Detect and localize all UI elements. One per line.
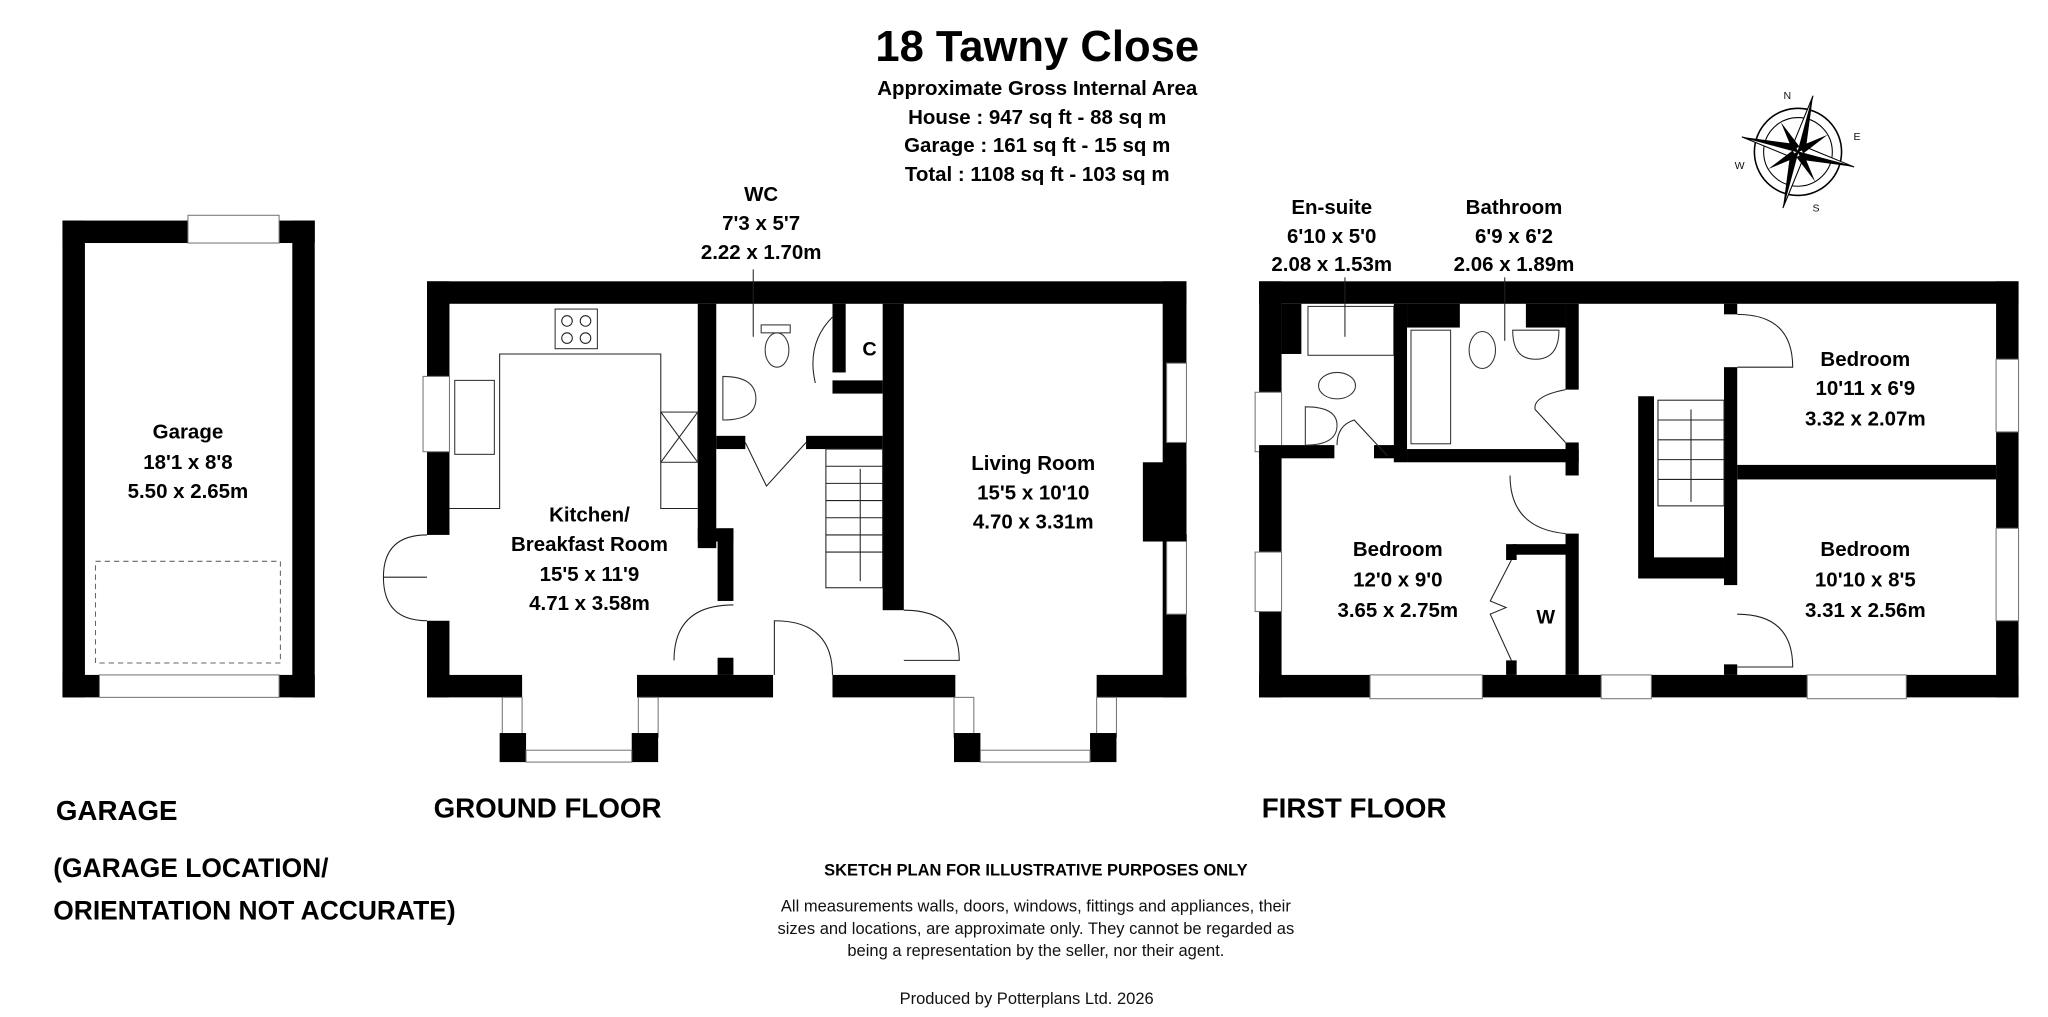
property-title: 18 Tawny Close bbox=[875, 23, 1199, 71]
living-room-metric: 4.70 x 3.31m bbox=[973, 510, 1094, 533]
basin-icon bbox=[722, 375, 757, 421]
compass-n: N bbox=[1783, 90, 1791, 102]
area-garage: Garage : 161 sq ft - 15 sq m bbox=[904, 134, 1170, 157]
bathroom-room-metric: 2.06 x 1.89m bbox=[1454, 253, 1575, 276]
basin-icon bbox=[1304, 406, 1338, 446]
toilet-icon bbox=[1468, 330, 1497, 370]
garage-room-imperial: 18'1 x 8'8 bbox=[143, 451, 232, 474]
garage-floor-label: GARAGE bbox=[56, 795, 178, 826]
compass-w: W bbox=[1735, 160, 1745, 172]
first-floor-plan: W En-suite 6'10 x 5'0 2.08 x 1.53m Bathr… bbox=[1254, 196, 2020, 700]
garage-note-line-1: (GARAGE LOCATION/ bbox=[53, 853, 329, 883]
ground-floor-plan: C WC 7'3 x 5'7 2.22 x 1.70m Kitchen/ Bre… bbox=[382, 183, 1187, 763]
compass-e: E bbox=[1853, 131, 1860, 143]
hob-icon bbox=[554, 308, 598, 350]
kitchen-room-metric: 4.71 x 3.58m bbox=[529, 592, 650, 615]
bath-icon bbox=[1410, 329, 1452, 445]
bedroom-se-imperial: 10'10 x 8'5 bbox=[1815, 568, 1916, 591]
ensuite-room-imperial: 6'10 x 5'0 bbox=[1287, 225, 1376, 248]
garage-room-metric: 5.50 x 2.65m bbox=[128, 480, 249, 503]
shower-icon bbox=[1307, 305, 1395, 356]
first-floor-label: FIRST FLOOR bbox=[1262, 793, 1447, 824]
area-heading: Approximate Gross Internal Area bbox=[877, 77, 1198, 100]
kitchen-room-name-1: Kitchen/ bbox=[549, 504, 630, 527]
disclaimer-line-2: sizes and locations, are approximate onl… bbox=[778, 920, 1295, 938]
living-room-imperial: 15'5 x 10'10 bbox=[977, 481, 1089, 504]
bedroom-se-name: Bedroom bbox=[1820, 538, 1910, 561]
ground-floor-label: GROUND FLOOR bbox=[434, 793, 662, 824]
ensuite-room-name: En-suite bbox=[1291, 196, 1372, 219]
kitchen-room-name-2: Breakfast Room bbox=[511, 533, 668, 556]
area-total: Total : 1108 sq ft - 103 sq m bbox=[905, 163, 1170, 186]
bedroom-ne-name: Bedroom bbox=[1820, 348, 1910, 371]
disclaimer-line-1: All measurements walls, doors, windows, … bbox=[781, 897, 1291, 915]
compass-s: S bbox=[1813, 202, 1820, 214]
producer-credit: Produced by Potterplans Ltd. 2026 bbox=[900, 990, 1154, 1008]
disclaimer-line-3: being a representation by the seller, no… bbox=[847, 942, 1224, 960]
garage-room-name: Garage bbox=[153, 420, 224, 443]
disclaimer-heading: SKETCH PLAN FOR ILLUSTRATIVE PURPOSES ON… bbox=[824, 862, 1248, 880]
ensuite-room-metric: 2.08 x 1.53m bbox=[1271, 253, 1392, 276]
living-room-name: Living Room bbox=[971, 452, 1095, 475]
bathroom-room-name: Bathroom bbox=[1466, 196, 1563, 219]
wardrobe-label: W bbox=[1536, 606, 1555, 628]
toilet-icon bbox=[1318, 371, 1357, 400]
compass-rose-icon bbox=[1741, 95, 1855, 209]
sink-icon bbox=[454, 379, 495, 455]
bathroom-room-imperial: 6'9 x 6'2 bbox=[1475, 225, 1553, 248]
wc-room-metric: 2.22 x 1.70m bbox=[701, 241, 822, 264]
bedroom-w-imperial: 12'0 x 9'0 bbox=[1353, 568, 1442, 591]
bedroom-w-metric: 3.65 x 2.75m bbox=[1337, 599, 1458, 622]
wc-room-imperial: 7'3 x 5'7 bbox=[722, 212, 800, 235]
wc-room-name: WC bbox=[744, 183, 778, 206]
bedroom-w-name: Bedroom bbox=[1353, 538, 1443, 561]
cupboard-label: C bbox=[862, 338, 876, 360]
bedroom-se-metric: 3.31 x 2.56m bbox=[1805, 599, 1926, 622]
basin-icon bbox=[1512, 329, 1560, 360]
area-house: House : 947 sq ft - 88 sq m bbox=[908, 106, 1166, 129]
bedroom-ne-metric: 3.32 x 2.07m bbox=[1805, 407, 1926, 430]
garage-note-line-2: ORIENTATION NOT ACCURATE) bbox=[53, 895, 455, 925]
garage-plan: Garage 18'1 x 8'8 5.50 x 2.65m bbox=[62, 214, 315, 698]
kitchen-room-imperial: 15'5 x 11'9 bbox=[540, 563, 640, 586]
toilet-icon bbox=[764, 332, 790, 368]
bedroom-ne-imperial: 10'11 x 6'9 bbox=[1816, 377, 1916, 400]
